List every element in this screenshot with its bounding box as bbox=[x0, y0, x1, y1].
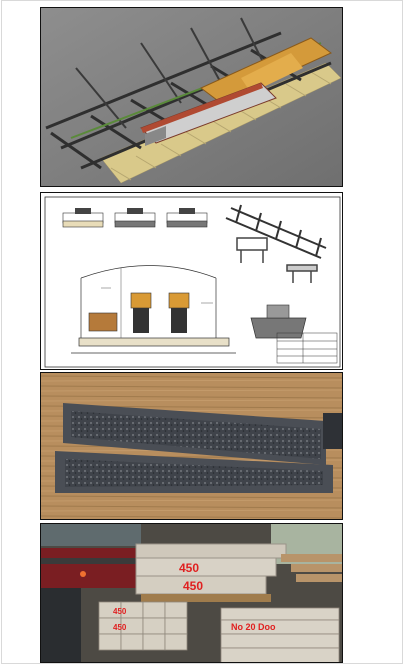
left-stack-mark-2: 450 bbox=[113, 623, 127, 632]
left-stack-mark-1: 450 bbox=[113, 607, 127, 616]
block-mark-1: 450 bbox=[179, 561, 199, 575]
sleeper-photo-panel bbox=[40, 372, 343, 520]
technical-drawing-image bbox=[41, 193, 342, 369]
rail-render-image bbox=[41, 8, 342, 186]
right-stack-mark: No 20 Doo bbox=[231, 622, 276, 632]
render-panel bbox=[40, 7, 343, 187]
drawing-panel bbox=[40, 192, 343, 370]
block-mark-2: 450 bbox=[183, 579, 203, 593]
stack-photo-panel: 450 450 450 450 No 20 Doo bbox=[40, 523, 343, 663]
sleeper-photo-image bbox=[41, 373, 342, 519]
stack-photo-image: 450 450 450 450 No 20 Doo bbox=[41, 524, 342, 662]
